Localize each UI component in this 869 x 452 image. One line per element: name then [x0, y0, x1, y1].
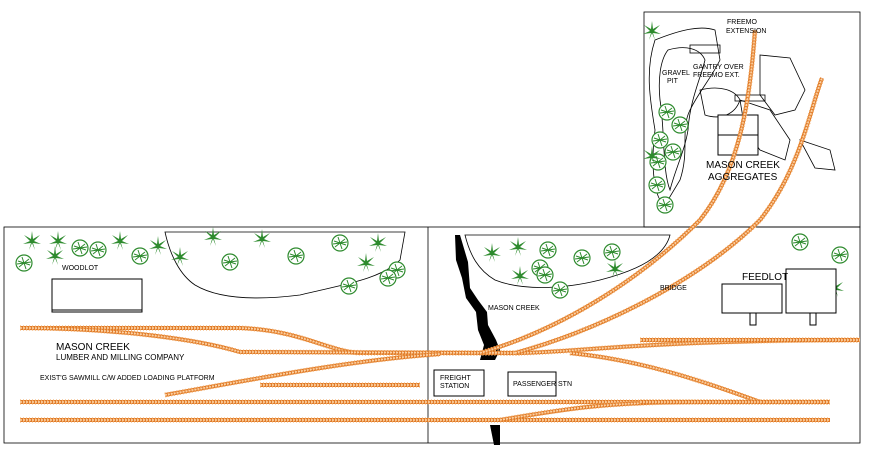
track-gauge — [569, 352, 761, 403]
woodlot-building — [51, 278, 143, 313]
track-passing-siding — [164, 351, 441, 398]
track-gauge — [479, 29, 756, 354]
track-gauge — [19, 327, 521, 354]
company-label-1: MASON CREEK — [56, 342, 130, 353]
freemo-extension-label-1: FREEMO — [727, 19, 758, 26]
track-lower-crossover — [499, 399, 701, 423]
gantry-label-2: FREEMO EXT. — [693, 72, 740, 79]
aggregates-label-1: MASON CREEK — [706, 160, 780, 171]
bridge-label: BRIDGE — [660, 285, 687, 292]
mason-creek-water — [455, 235, 500, 445]
trees-quarry — [643, 21, 689, 214]
woodlot-area — [15, 227, 406, 299]
feedlot-label: FEEDLOT — [742, 272, 788, 283]
sawmill-note-label: EXIST'G SAWMILL C/W ADDED LOADING PLATFO… — [40, 375, 215, 382]
track-gauge — [164, 353, 441, 396]
field-area — [464, 233, 849, 299]
gantry-label-1: GANTRY OVER — [693, 64, 744, 71]
passenger-station-label: PASSENGER STN — [513, 381, 572, 388]
freight-station-label-1: FREIGHT — [440, 375, 471, 382]
track-main-line-west — [20, 325, 861, 356]
station-buildings — [433, 369, 557, 397]
track-freemo-curve-1 — [479, 29, 758, 356]
aggregates-label-2: AGGREGATES — [708, 172, 778, 183]
track-gauge — [20, 327, 861, 354]
company-label-2: LUMBER AND MILLING COMPANY — [56, 353, 185, 362]
track-gauge — [514, 77, 823, 354]
feedlot-buildings — [721, 268, 837, 326]
track-layer — [19, 29, 861, 423]
track-lumber-spur — [19, 325, 521, 356]
track-rail — [569, 351, 761, 404]
gravel-pit-label-2: PIT — [667, 78, 679, 85]
mason-creek-label: MASON CREEK — [488, 305, 540, 312]
track-gauge — [499, 401, 701, 421]
freemo-extension-label-2: EXTENSION — [726, 28, 766, 35]
freight-station-label-2: STATION — [440, 383, 469, 390]
track-east-ladder — [569, 350, 761, 405]
labels: FREEMO EXTENSION GANTRY OVER FREEMO EXT.… — [40, 19, 788, 390]
gravel-pit-label-1: GRAVEL — [662, 70, 690, 77]
woodlot-label: WOODLOT — [62, 265, 99, 272]
track-freemo-curve-2 — [514, 77, 825, 356]
track-ties — [569, 350, 761, 405]
